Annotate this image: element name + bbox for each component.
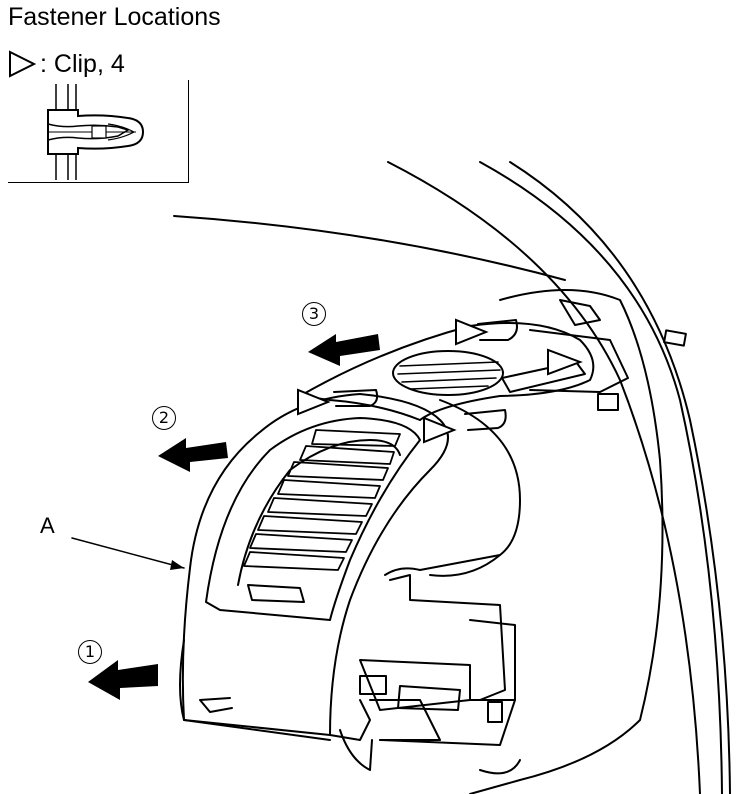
step-3-label: 3 bbox=[302, 302, 326, 326]
arrow-step-3-icon bbox=[308, 334, 380, 366]
step-1-label: 1 bbox=[78, 640, 102, 664]
clip-detail-inset bbox=[8, 80, 189, 183]
clip-4-icon bbox=[547, 348, 583, 376]
clip-1-icon bbox=[455, 318, 489, 346]
clip-3-icon bbox=[423, 416, 457, 444]
arrow-step-2-icon bbox=[158, 438, 228, 472]
vent-assembly-drawing bbox=[71, 161, 731, 794]
callout-a: A bbox=[40, 513, 55, 538]
pillar-line-2 bbox=[479, 161, 723, 794]
diagram-title: Fastener Locations bbox=[8, 3, 221, 31]
step-2-label: 2 bbox=[152, 406, 176, 430]
legend-text: : Clip, 4 bbox=[40, 50, 125, 78]
pillar-line-3 bbox=[509, 161, 731, 794]
legend: : Clip, 4 bbox=[8, 48, 125, 80]
clip-triangle-icon bbox=[9, 50, 36, 78]
clip-detail-drawing bbox=[47, 84, 145, 180]
clip-2-icon bbox=[297, 388, 331, 416]
pillar-line-1 bbox=[387, 161, 701, 794]
arrow-step-1-icon bbox=[88, 660, 158, 700]
